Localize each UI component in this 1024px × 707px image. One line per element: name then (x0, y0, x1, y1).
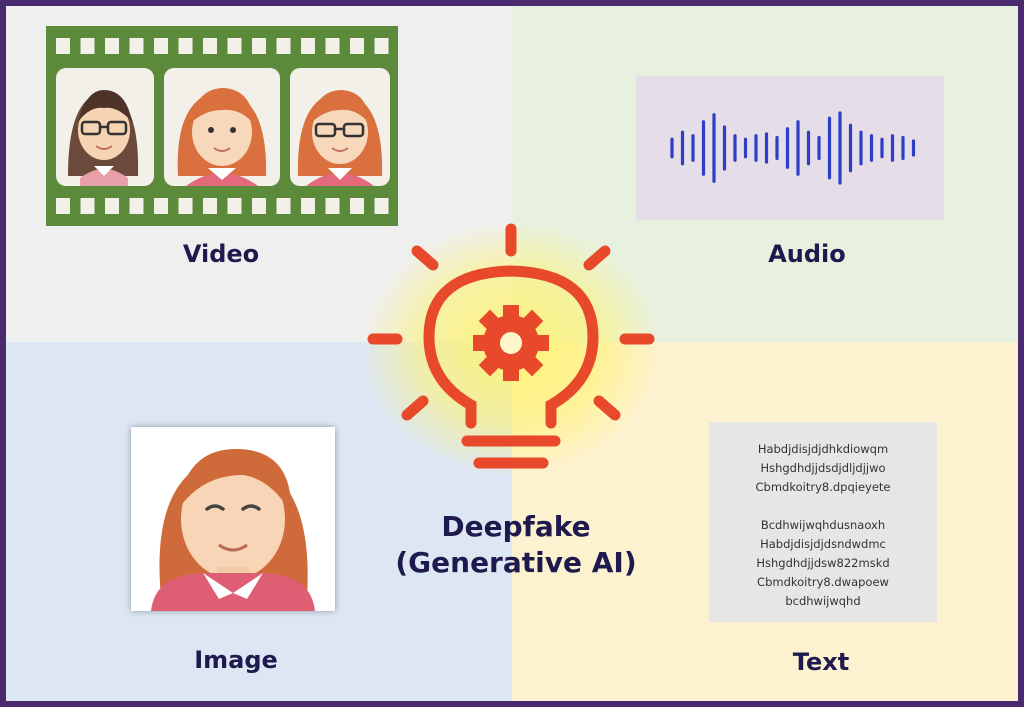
sprocket-hole (350, 38, 364, 54)
text-sample-line: Habdjdisjdjdsndwdmc (760, 537, 886, 551)
text-sample-line: Habdjdisjdjdhkdiowqm (757, 442, 889, 456)
sprocket-hole (80, 198, 95, 214)
sprocket-hole (301, 198, 315, 214)
lightbulb-gear-icon (361, 221, 661, 477)
sound-wave-icon (670, 111, 916, 185)
text-sample-line: Cbmdkoitry8.dpqieyete (755, 480, 891, 494)
sprocket-hole (154, 198, 168, 214)
sprocket-hole (203, 38, 217, 54)
text-sample-panel: Habdjdisjdjdhkdiowqm Hshgdhdjjdsdjdljdjj… (709, 422, 937, 622)
sprocket-hole (276, 38, 291, 54)
sprocket-hole (129, 38, 144, 54)
center-title: Deepfake (Generative AI) (356, 509, 676, 581)
sprocket-hole (252, 38, 266, 54)
sprocket-hole (350, 198, 364, 214)
woman-portrait-icon (151, 448, 315, 611)
face-red-hair-icon (177, 88, 267, 186)
sprocket-hole (178, 38, 193, 54)
sprocket-hole (227, 38, 242, 54)
center-title-line1: Deepfake (441, 510, 591, 543)
face-glasses-dark-hair-icon (68, 90, 139, 186)
text-sample-line: Cbmdkoitry8.dwapoew (757, 575, 889, 589)
video-label: Video (182, 240, 260, 268)
sprocket-hole (80, 38, 95, 54)
filmstrip-icon (46, 26, 398, 226)
text-sample-line: Hshgdhdjjdsdjdljdjjwo (760, 461, 886, 475)
sprocket-hole (178, 198, 193, 214)
audio-label: Audio (768, 240, 846, 268)
sprocket-hole (325, 38, 340, 54)
sprocket-hole (56, 198, 70, 214)
sprocket-hole (56, 38, 70, 54)
face-glasses-red-hair-icon (297, 90, 383, 186)
sprocket-hole (325, 198, 340, 214)
sprocket-hole (203, 198, 217, 214)
sprocket-hole (105, 198, 119, 214)
text-sample-spacer (709, 497, 937, 516)
sprocket-hole (129, 198, 144, 214)
text-label: Text (792, 648, 850, 676)
sprocket-hole (252, 198, 266, 214)
sprocket-hole (154, 38, 168, 54)
sprocket-hole (374, 198, 389, 214)
text-sample-line: Hshgdhdjjdsw822mskd (756, 556, 890, 570)
portrait-card (131, 427, 335, 611)
text-sample-line: bcdhwijwqhd (785, 594, 861, 608)
sprocket-hole (105, 38, 119, 54)
sprocket-hole (276, 198, 291, 214)
center-title-line2: (Generative AI) (395, 546, 637, 579)
text-sample-line: Bcdhwijwqhdusnaoxh (760, 518, 886, 532)
audio-panel (636, 76, 944, 220)
image-label: Image (194, 646, 278, 674)
sprocket-hole (374, 38, 389, 54)
sprocket-hole (227, 198, 242, 214)
sprocket-hole (301, 38, 315, 54)
